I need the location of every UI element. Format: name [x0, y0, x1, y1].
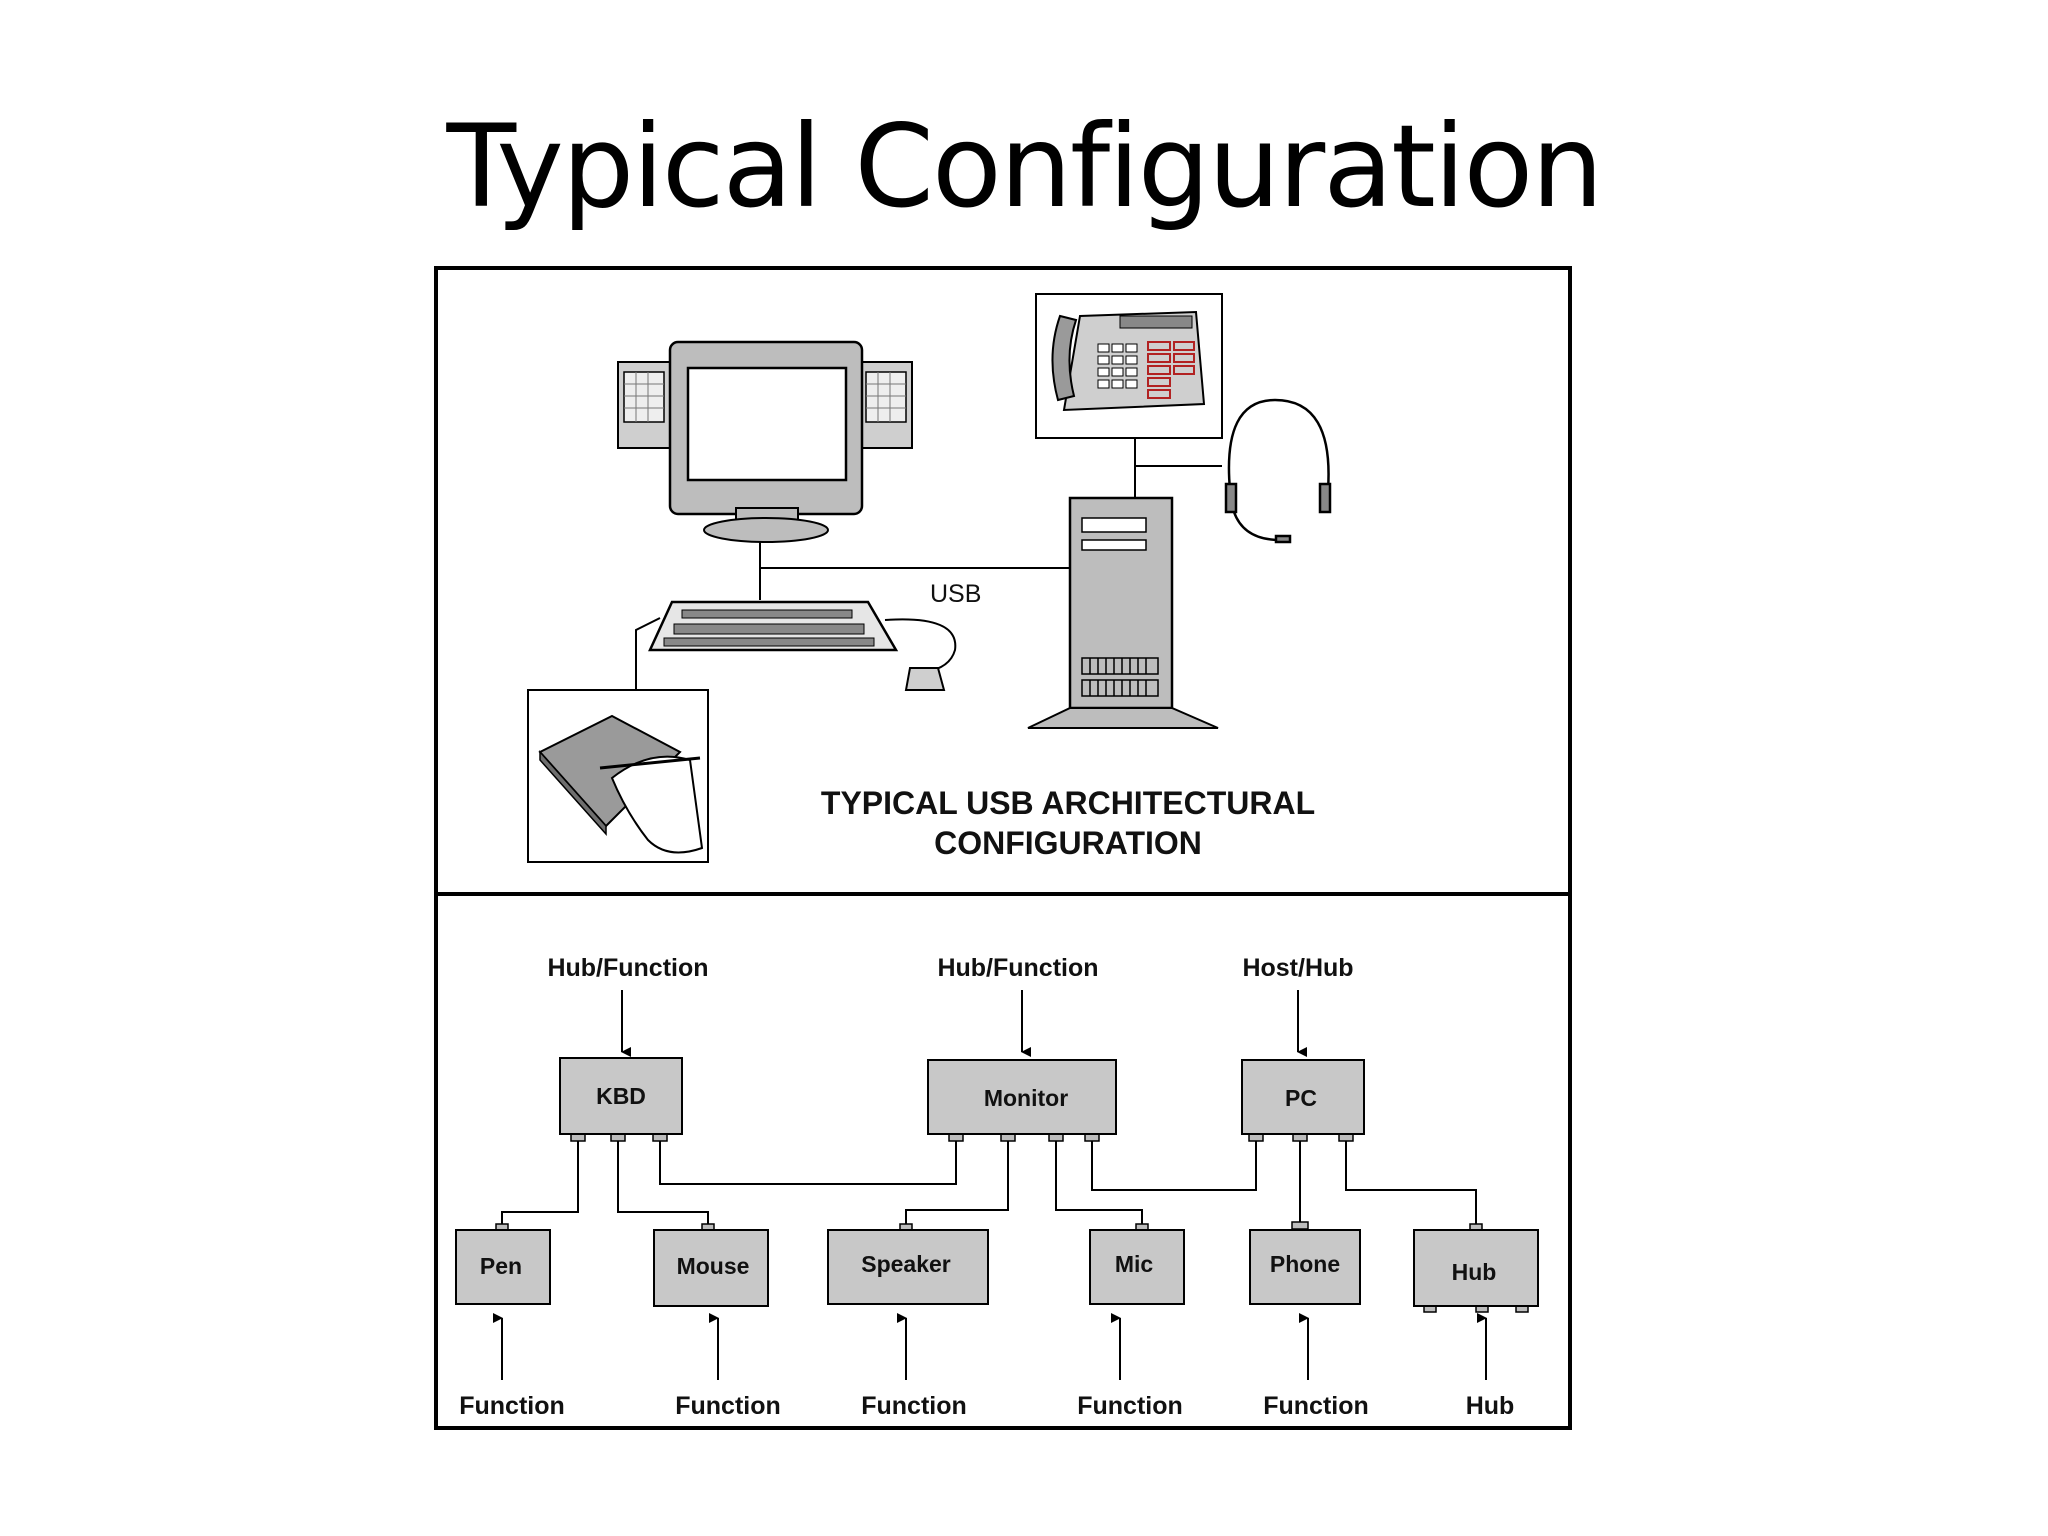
role-label-pc: Host/Hub — [1242, 954, 1353, 982]
telephone-icon — [1035, 293, 1223, 439]
role-label-mic: Function — [1077, 1392, 1183, 1420]
hub-node-kbd: KBD — [559, 1057, 683, 1135]
hub-node-monitor: Monitor — [927, 1059, 1117, 1135]
headset-icon — [1224, 398, 1332, 544]
monitor-icon — [668, 340, 864, 543]
caption-line-2: CONFIGURATION — [934, 825, 1202, 861]
role-label-monitor: Hub/Function — [937, 954, 1098, 982]
speaker-left-icon — [617, 361, 671, 449]
top-panel: USB TYPICAL USB ARCHITECTURAL CONFIGURAT… — [527, 293, 1332, 863]
leaf-node-speaker: Speaker — [827, 1229, 989, 1305]
role-label-speaker: Function — [861, 1392, 967, 1420]
leaf-node-hub: Hub — [1413, 1229, 1539, 1307]
hub-node-label: PC — [1285, 1085, 1317, 1111]
hub-node-pc: PC — [1241, 1059, 1365, 1135]
role-label-mouse: Function — [675, 1392, 781, 1420]
input-arrows — [621, 990, 1307, 1057]
leaf-node-label: Hub — [1452, 1259, 1497, 1285]
leaf-node-label: Mic — [1115, 1251, 1154, 1277]
role-label-hub: Hub — [1466, 1392, 1515, 1420]
hub-node-label: KBD — [596, 1083, 646, 1109]
role-label-kbd: Hub/Function — [547, 954, 708, 982]
leaf-node-phone: Phone — [1249, 1229, 1361, 1305]
role-label-phone: Function — [1263, 1392, 1369, 1420]
usb-cables — [635, 438, 1222, 692]
bottom-panel: KBD Monitor PC Pen Mouse Speaker Mic — [455, 954, 1539, 1420]
slide-title: Typical Configuration — [446, 100, 1604, 233]
leaf-node-mouse: Mouse — [653, 1229, 769, 1307]
leaf-node-mic: Mic — [1089, 1229, 1185, 1305]
leaf-node-label: Phone — [1270, 1251, 1340, 1277]
hub-node-label: Monitor — [984, 1085, 1068, 1111]
usb-label: USB — [930, 580, 981, 608]
pen-tablet-icon — [527, 689, 709, 863]
leaf-node-pen: Pen — [455, 1229, 551, 1305]
function-arrows — [493, 1313, 1487, 1380]
port-stubs — [495, 1133, 1529, 1313]
leaf-node-label: Mouse — [677, 1253, 750, 1279]
speaker-right-icon — [859, 361, 913, 449]
caption-line-1: TYPICAL USB ARCHITECTURAL — [821, 785, 1315, 821]
keyboard-icon — [648, 600, 899, 652]
mouse-icon — [904, 667, 946, 691]
pc-tower-icon — [1027, 496, 1219, 729]
leaf-node-label: Pen — [480, 1253, 522, 1279]
role-label-pen: Function — [459, 1392, 565, 1420]
bus-wires — [501, 1134, 1477, 1230]
leaf-node-label: Speaker — [861, 1251, 951, 1277]
